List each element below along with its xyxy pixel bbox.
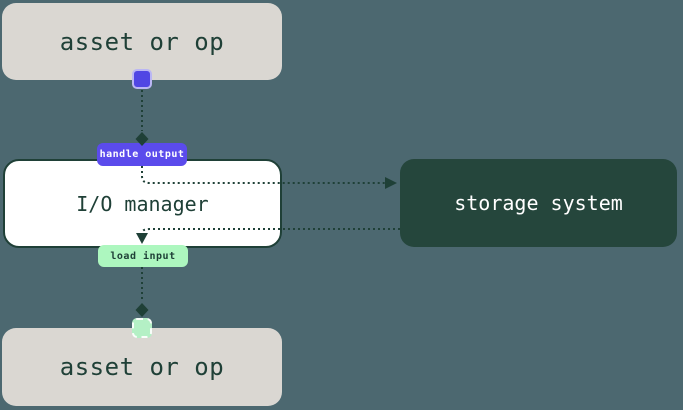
arrow-into-storage [385, 177, 397, 189]
node-asset-or-op-top-label: asset or op [59, 27, 225, 56]
input-handle-square [132, 318, 152, 338]
node-asset-or-op-top: asset or op [2, 3, 282, 80]
edge-diamond-bottom [135, 303, 149, 317]
node-io-manager: I/O manager [3, 159, 282, 248]
node-storage-system-label: storage system [454, 191, 623, 215]
output-handle-square [132, 69, 152, 89]
edge-label-handle-output-text: handle output [99, 149, 185, 160]
node-asset-or-op-bottom: asset or op [2, 328, 282, 406]
node-io-manager-label: I/O manager [76, 191, 209, 216]
node-asset-or-op-bottom-label: asset or op [59, 353, 225, 381]
edge-label-load-input: load input [98, 245, 188, 267]
edge-label-handle-output: handle output [97, 143, 187, 166]
node-storage-system: storage system [400, 159, 677, 247]
edge-label-load-input-text: load input [110, 250, 176, 262]
